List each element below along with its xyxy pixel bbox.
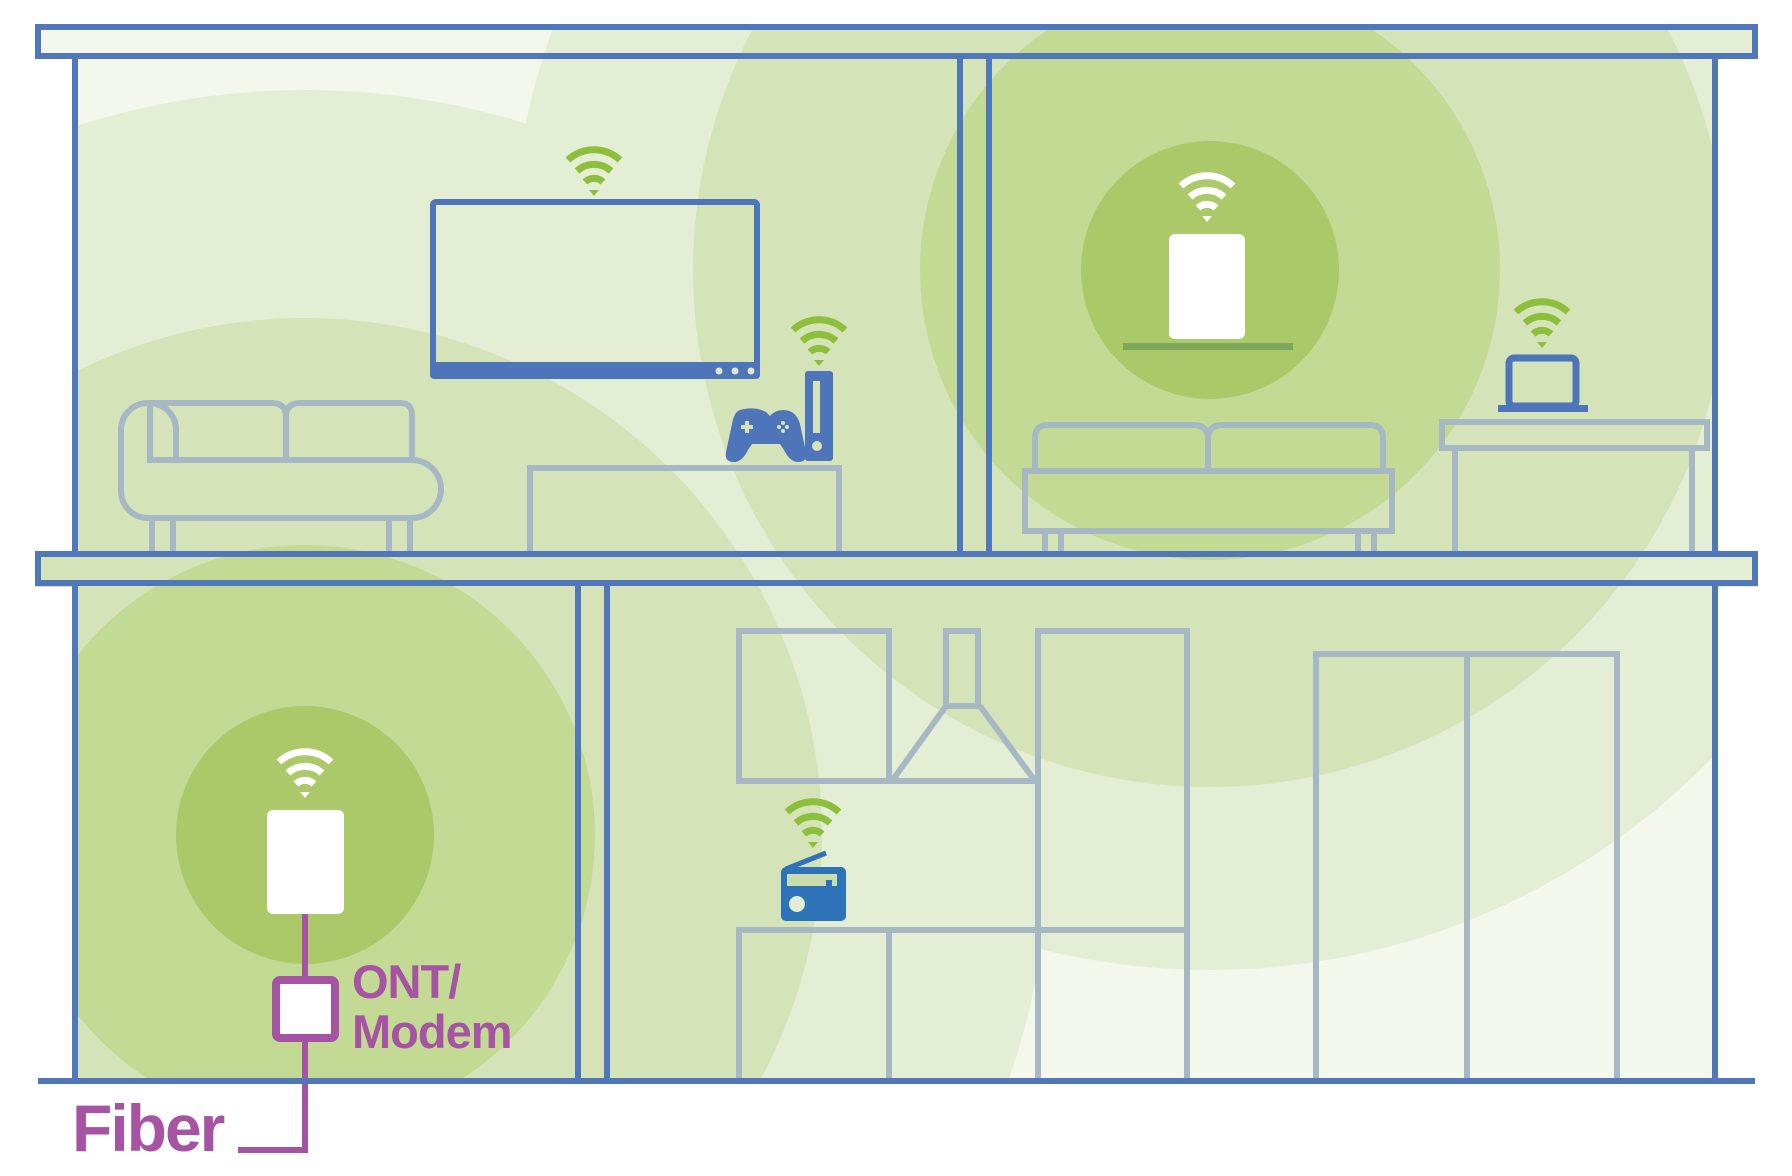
- tv-dot: [715, 367, 723, 375]
- range-hood: [886, 704, 1041, 784]
- floor-slab: [35, 551, 1758, 586]
- kitchen-furniture: [736, 628, 1620, 1078]
- sofa-left: [118, 400, 444, 551]
- furniture-upper-left: [118, 400, 842, 551]
- roof: [35, 24, 1758, 59]
- house-structure: [35, 24, 1758, 1084]
- ont-modem-icon: [272, 976, 339, 1042]
- tv-dot: [731, 367, 739, 375]
- fiber-label: Fiber: [72, 1091, 225, 1165]
- fiber-cable: [238, 1038, 308, 1153]
- game-console-icon: [725, 371, 833, 462]
- television: [430, 199, 760, 379]
- tv-stand: [527, 465, 842, 551]
- lower-cabinets: [736, 927, 1187, 1078]
- range-hood-chimney: [943, 628, 981, 709]
- furniture-upper-right: [1022, 419, 1710, 551]
- ont-label-line1: ONT/: [352, 955, 461, 1008]
- sofa-right: [1022, 422, 1395, 551]
- side-table: [1439, 419, 1710, 551]
- tv-dot: [747, 367, 755, 375]
- ont-label-line2: Modem: [352, 1005, 512, 1058]
- wall-shelf: [1123, 343, 1293, 350]
- exterior-mask: [0, 59, 1792, 1176]
- mesh-router-main-icon: [267, 810, 344, 914]
- tall-cabinet: [1035, 628, 1190, 1078]
- upper-cabinet: [736, 628, 892, 784]
- mesh-router-satellite-icon: [1169, 234, 1245, 339]
- fiber-connection: [238, 914, 339, 1153]
- ont-modem-label: ONT/ Modem: [352, 958, 512, 1055]
- laptop-icon: [1498, 354, 1588, 412]
- radio-icon: [781, 850, 846, 921]
